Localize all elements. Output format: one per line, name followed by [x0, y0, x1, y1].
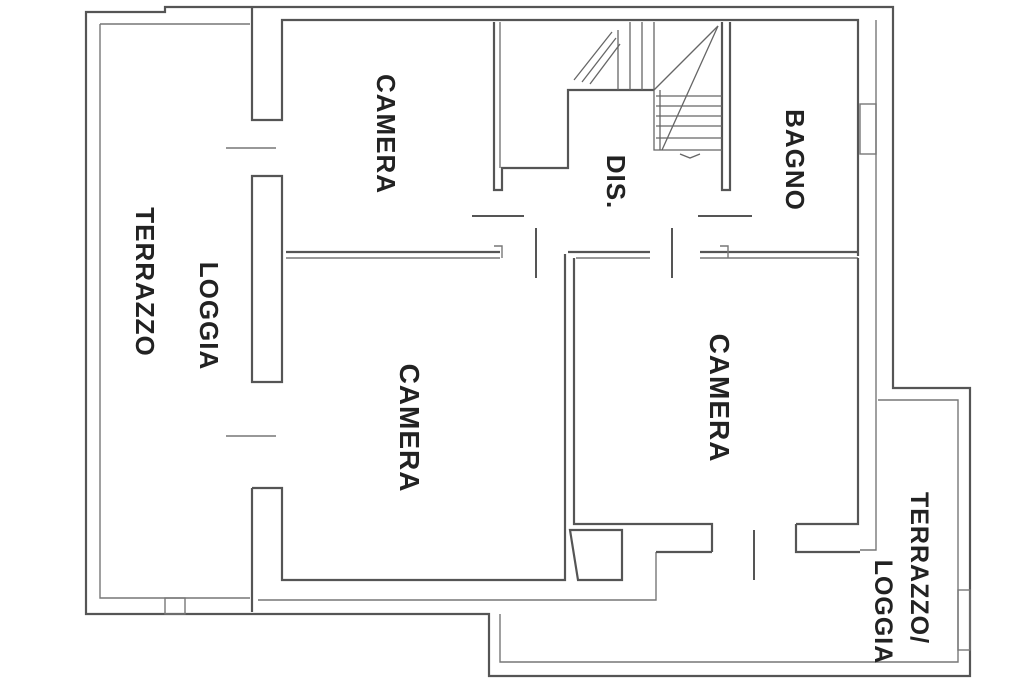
loggia-wall — [226, 8, 860, 612]
room-label-loggia: LOGGIA — [194, 262, 224, 371]
room-label-terrazzo: TERRAZZO — [130, 207, 160, 357]
room-label-camera-left: CAMERA — [394, 364, 425, 493]
outer-walls — [84, 5, 972, 678]
room-label-camera-right: CAMERA — [704, 334, 735, 463]
door-openings — [472, 215, 755, 580]
staircase — [573, 22, 722, 159]
interior-walls — [286, 22, 860, 582]
room-label-terrazzo-loggia-1: TERRAZZO/ — [905, 492, 933, 644]
room-label-terrazzo-loggia-2: LOGGIA — [869, 560, 897, 665]
room-label-bagno: BAGNO — [780, 109, 810, 211]
room-label-camera-top: CAMERA — [371, 74, 401, 194]
room-label-dis: DIS. — [601, 155, 631, 210]
